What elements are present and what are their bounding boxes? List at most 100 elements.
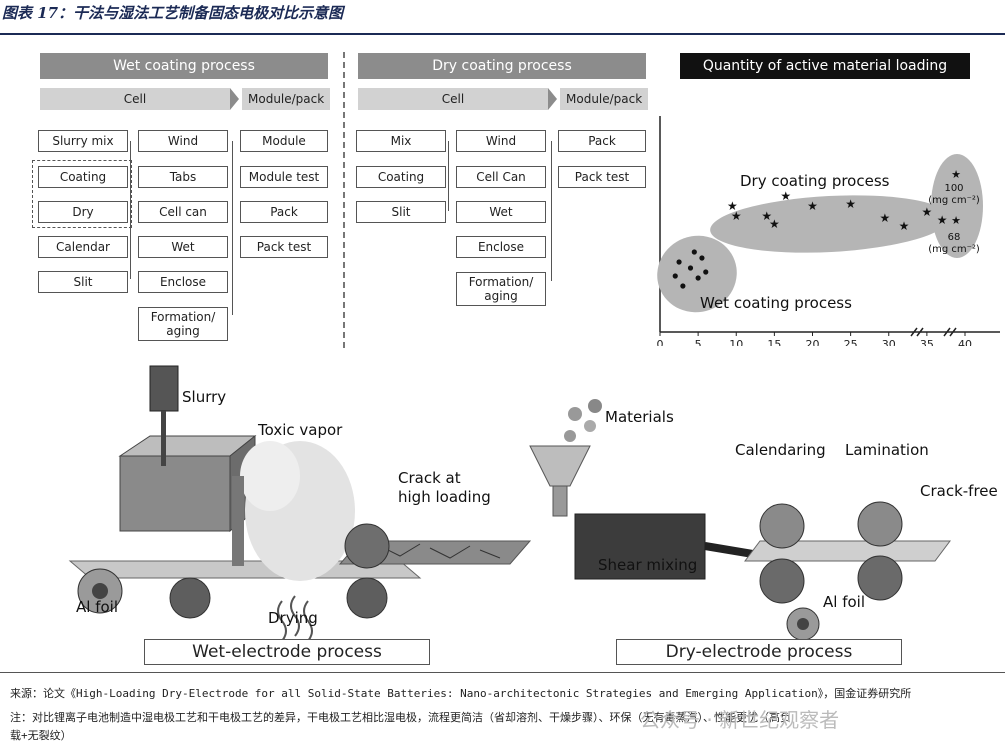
x-tick-label: 20 [806,338,820,346]
loading-annotation: 68(mg cm⁻²) [928,232,980,255]
dry-electrode-footer: Dry-electrode process [616,639,902,665]
wet-illustration [68,365,532,642]
watermark: 公众号 · 新世纪观察者 [640,708,840,732]
bottom-rule [0,672,1005,673]
label-drying: Drying [268,609,318,627]
mixer-shaft [161,411,166,466]
loading-scatter-chart: 0510152025303540Loading level/(mg cm⁻²)★… [657,116,1000,346]
chevron-right-icon [548,88,557,110]
wet-data-point [691,249,697,255]
source-note: 来源：论文《High-Loading Dry-Electrode for all… [10,687,912,700]
wet-step-wet: Wet [138,236,228,258]
label-materials: Materials [605,408,674,426]
label-calendaring: Calendaring [735,441,826,459]
wet-step-coating: Coating [38,166,128,188]
shear-mixer [574,513,706,580]
wet-step-calendar: Calendar [38,236,128,258]
dry-step-wind: Wind [456,130,546,152]
dry-illustration [529,399,951,641]
wet-step-module: Module [240,130,328,152]
dry-data-point: ★ [899,219,910,233]
dry-series-label: Dry coating process [740,172,890,190]
x-tick-label: 35 [920,338,934,346]
x-tick-label: 25 [844,338,858,346]
label-shear-mixing: Shear mixing [598,556,698,574]
figure-panel: Wet coating process Cell Module/pack Slu… [0,36,1005,672]
slurry-tank [119,455,231,532]
wet-cell-stage: Cell [40,88,230,110]
dry-data-point: ★ [921,205,932,219]
wet-data-point [699,255,705,261]
dry-module-label: Module/pack [560,88,649,110]
wet-step-cell-can: Cell can [138,201,228,223]
dry-data-point: ★ [769,217,780,231]
high-loading-region [931,154,983,258]
wet-data-point [680,283,686,289]
wet-highlight-box [32,160,132,228]
wet-step-slit: Slit [38,271,128,293]
wet-data-point [672,273,678,279]
dry-step-enclose: Enclose [456,236,546,258]
annotation-star: ★ [951,214,961,227]
wet-series-label: Wet coating process [700,294,852,312]
dry-data-point: ★ [937,213,948,227]
dryer-wall [232,476,244,566]
dry-series-region [710,195,950,253]
wet-module-stage: Module/pack [230,88,331,110]
mixer-motor [149,365,179,412]
x-tick-label: 10 [729,338,743,346]
dry-step-formation: Formation/ aging [456,272,546,306]
roller [344,523,390,569]
dry-data-point: ★ [845,197,856,211]
roller [169,577,211,619]
wet-step-dry: Dry [38,201,128,223]
label-lamination: Lamination [845,441,929,459]
process-illustration [68,365,951,642]
dry-step-wet: Wet [456,201,546,223]
wet-step-pack-test: Pack test [240,236,328,258]
loading-annotation: 100(mg cm⁻²) [928,183,980,206]
annotation-star: ★ [951,168,961,181]
remark-note: 注：对比锂离子电池制造中湿电极工艺和干电极工艺的差异，干电极工艺相比湿电极，流程… [10,711,791,724]
dry-step-pack-test: Pack test [558,166,646,188]
wet-data-point [695,275,701,281]
calender-roller [759,558,805,604]
foil-reel-hub [92,583,108,599]
x-tick-label: 15 [767,338,781,346]
label-dry-al-foil: Al foil [823,593,865,611]
material-particle [568,407,582,421]
wet-step-wind: Wind [138,130,228,152]
dry-data-point: ★ [727,199,738,213]
wet-step-formation: Formation/ aging [138,307,228,341]
dry-data-point: ★ [780,189,791,203]
wet-step-tabs: Tabs [138,166,228,188]
dry-process-title: Dry coating process [358,53,646,79]
x-tick-label: 30 [882,338,896,346]
wet-step-module-test: Module test [240,166,328,188]
wet-data-point [676,259,682,265]
material-particle [584,420,596,432]
material-particle [564,430,576,442]
hopper [529,445,591,487]
wet-electrode-footer: Wet-electrode process [144,639,430,665]
dry-cell-stage: Cell [358,88,548,110]
lamination-roller [857,501,903,547]
dry-step-cell-can: Cell Can [456,166,546,188]
wet-connector [232,141,233,315]
label-toxic-vapor: Toxic vapor [258,421,343,439]
x-tick-label: 0 [657,338,664,346]
wet-process-title: Wet coating process [40,53,328,79]
dry-data-point: ★ [731,209,742,223]
dry-module-stage: Module/pack [548,88,649,110]
axis-break-icon [943,327,957,337]
label-slurry: Slurry [182,388,227,406]
roller [346,577,388,619]
wet-step-enclose: Enclose [138,271,228,293]
material-particle [588,399,602,413]
wet-connector [130,141,131,279]
dry-data-point: ★ [880,211,891,225]
dry-connector [448,141,449,211]
heat-waves-icon [277,595,313,642]
dry-step-coating: Coating [356,166,446,188]
wet-data-point [703,269,709,275]
